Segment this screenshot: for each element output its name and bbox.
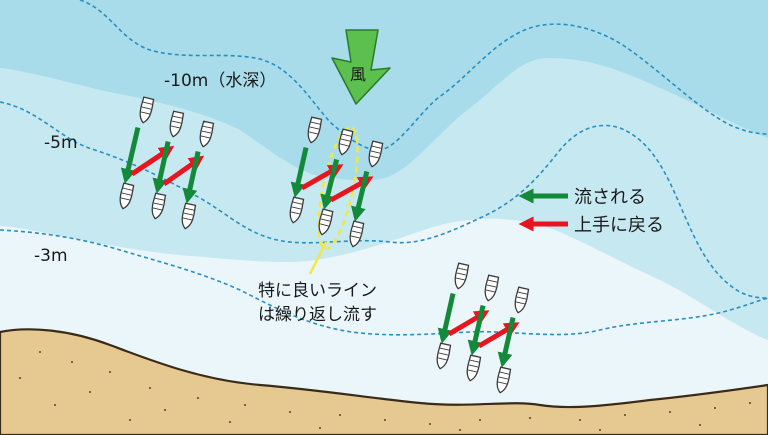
wind-label: 風 bbox=[350, 65, 366, 84]
depth-label-5m: -5m bbox=[44, 133, 78, 153]
return-arrow bbox=[329, 176, 374, 203]
sandy-shore bbox=[0, 328, 768, 435]
drift-arrow bbox=[467, 305, 486, 356]
return-arrow bbox=[162, 155, 205, 187]
drift-arrow bbox=[290, 147, 309, 198]
boat-group-left bbox=[117, 96, 215, 231]
drift-arrow bbox=[152, 141, 171, 194]
drift-arrow bbox=[182, 151, 201, 204]
drift-arrow bbox=[120, 126, 141, 184]
highlight-ellipse bbox=[317, 126, 359, 250]
depth-label-10m: -10m（水深） bbox=[164, 71, 276, 91]
contour-5m bbox=[0, 101, 768, 299]
callout-pointer bbox=[308, 241, 328, 275]
boat-group-center bbox=[287, 116, 384, 249]
legend-return: 上手に戻る bbox=[518, 215, 664, 236]
boat-group-right bbox=[434, 262, 530, 395]
drift-arrow bbox=[320, 158, 340, 210]
drift-arrow bbox=[437, 293, 456, 344]
contour-lines bbox=[0, 0, 768, 336]
deep-water bbox=[0, 0, 768, 181]
legend-drift: 流される bbox=[518, 187, 646, 208]
boat-groups bbox=[117, 96, 530, 395]
depth-label-3m: -3m bbox=[34, 246, 68, 266]
legend-return-label: 上手に戻る bbox=[574, 215, 664, 236]
legend-drift-label: 流される bbox=[574, 187, 646, 208]
callout-line-2: は繰り返し流す bbox=[258, 305, 377, 325]
sand-speckles bbox=[19, 351, 751, 431]
legend: 流される 上手に戻る bbox=[518, 187, 664, 236]
contour-3m bbox=[0, 229, 768, 336]
return-arrow bbox=[447, 310, 490, 337]
drift-arrow bbox=[351, 170, 370, 222]
drift-arrow bbox=[497, 317, 516, 368]
wind-arrow-icon: 風 bbox=[331, 29, 391, 105]
return-arrow bbox=[130, 145, 175, 177]
return-arrow bbox=[477, 322, 520, 349]
callout-line-1: 特に良いライン bbox=[258, 281, 377, 301]
